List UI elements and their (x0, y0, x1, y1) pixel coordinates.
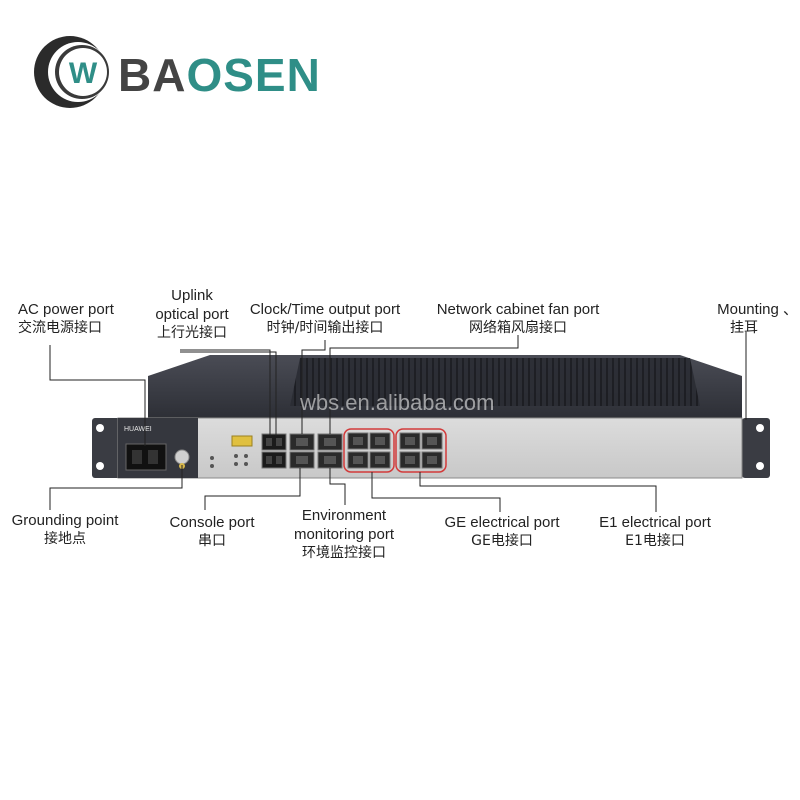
ge-highlight (343, 428, 395, 473)
watermark-text: wbs.en.alibaba.com (300, 390, 495, 415)
e1-electrical-ports (395, 428, 447, 473)
label-cabinet-fan-cn: 网络箱风扇接口 (469, 320, 567, 336)
e1-highlight (395, 428, 447, 473)
label-ac-power-en: AC power port (18, 301, 114, 318)
label-cabinet-fan: Network cabinet fan port 网络箱风扇接口 (428, 300, 608, 338)
label-uplink-en2: optical port (155, 306, 229, 323)
label-uplink: Uplink optical port 上行光接口 (150, 286, 234, 343)
label-environment-cn: 环境监控接口 (302, 545, 386, 561)
label-mounting-en: Mounting 、 (717, 301, 798, 318)
label-ge-electrical: GE electrical port GE电接口 (436, 513, 568, 551)
label-grounding-en: Grounding point (11, 512, 119, 529)
label-clock-time-cn: 时钟/时间输出接口 (266, 320, 384, 336)
ear-hole (756, 424, 764, 432)
label-mounting-cn: 挂耳 (730, 320, 758, 336)
label-e1-electrical-cn: E1电接口 (625, 533, 685, 549)
label-grounding: Grounding point 接地点 (6, 511, 124, 549)
ear-hole (96, 424, 104, 432)
label-console-en: Console port (169, 514, 255, 531)
label-clock-time: Clock/Time output port 时钟/时间输出接口 (240, 300, 410, 338)
vent-grille (290, 358, 700, 406)
warning-tag (231, 435, 253, 447)
label-environment-en2: monitoring port (293, 526, 395, 543)
brand-mark-icon: W (34, 36, 109, 108)
grounding-screw (174, 449, 190, 465)
label-console-cn: 串口 (198, 533, 226, 549)
label-uplink-en1: Uplink (171, 287, 213, 304)
label-environment: Environment monitoring port 环境监控接口 (284, 506, 404, 563)
label-clock-time-en: Clock/Time output port (249, 301, 401, 318)
label-console: Console port 串口 (160, 513, 264, 551)
brand-name-part1: BA (118, 49, 187, 101)
ear-hole (96, 462, 104, 470)
label-environment-en1: Environment (301, 507, 387, 524)
label-uplink-cn: 上行光接口 (157, 325, 227, 341)
fan-environment-ports (317, 433, 343, 469)
clock-console-ports (289, 433, 315, 469)
uplink-optical-ports (261, 433, 287, 469)
vendor-label: HUAWEI (124, 426, 152, 433)
label-ge-electrical-cn: GE电接口 (471, 533, 533, 549)
label-ac-power: AC power port 交流电源接口 (18, 300, 114, 338)
label-mounting: Mounting 、 挂耳 (690, 300, 798, 338)
ge-electrical-ports (343, 428, 395, 473)
brand-name: BAOSEN (118, 48, 321, 102)
label-cabinet-fan-en: Network cabinet fan port (436, 301, 600, 318)
brand-mark-letter: W (69, 57, 98, 90)
mounting-ear-right (742, 418, 770, 478)
label-e1-electrical: E1 electrical port E1电接口 (590, 513, 720, 551)
leader-lines (49, 332, 747, 512)
brand-logo: W (30, 32, 330, 112)
label-grounding-cn: 接地点 (44, 531, 86, 547)
label-e1-electrical-en: E1 electrical port (599, 514, 711, 531)
brand-name-part2: OSEN (186, 49, 321, 101)
label-ac-power-cn: 交流电源接口 (18, 320, 102, 336)
label-ge-electrical-en: GE electrical port (444, 514, 560, 531)
ear-hole (756, 462, 764, 470)
